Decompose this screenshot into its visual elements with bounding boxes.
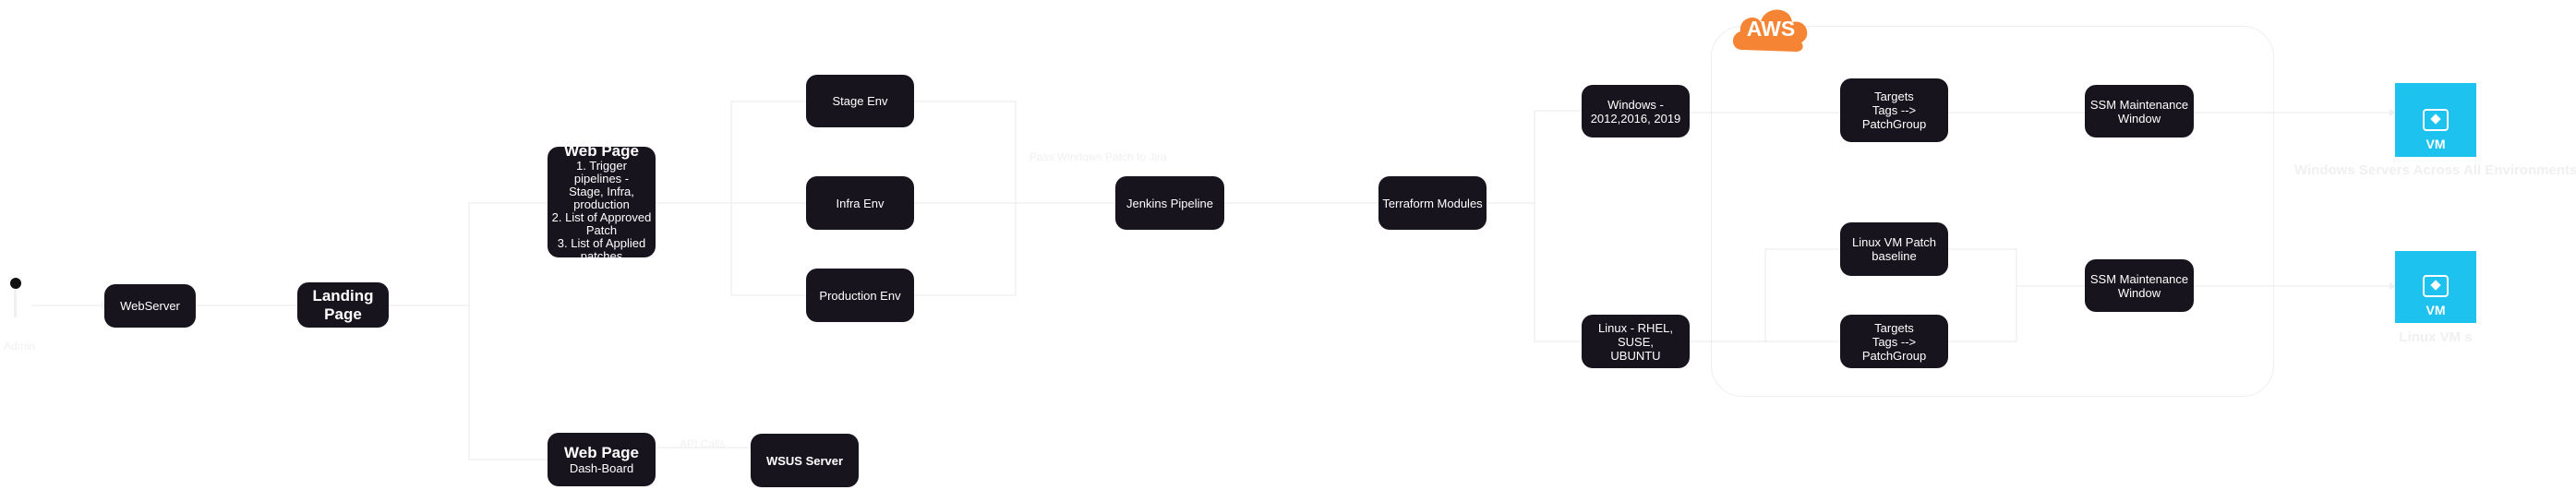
linux-os-line: UBUNTU bbox=[1610, 348, 1661, 363]
edge-webpage-production bbox=[730, 203, 806, 296]
ssm-windows-line: Window bbox=[2117, 111, 2161, 125]
dashboard-title: Web Page bbox=[564, 444, 639, 461]
admin-label: Admin bbox=[4, 340, 36, 353]
arrow-head bbox=[2389, 109, 2397, 116]
windows-vm-label: VM bbox=[2426, 137, 2446, 151]
web-page-line: 1. Trigger pipelines - bbox=[573, 158, 630, 185]
arrow-head bbox=[2389, 282, 2397, 290]
linux-patch-baseline-node[interactable]: Linux VM Patch baseline bbox=[1840, 222, 1948, 276]
pass-patches-label: Pass Windows Patch to Jira bbox=[1029, 150, 1167, 163]
ssm-windows-line: SSM Maintenance bbox=[2089, 97, 2189, 112]
stage-env-node[interactable]: Stage Env bbox=[806, 75, 914, 127]
production-env-node[interactable]: Production Env bbox=[806, 269, 914, 322]
web-page-line: production bbox=[573, 197, 630, 211]
aws-badge bbox=[1732, 9, 1808, 52]
web-page-line: 3. List of Applied bbox=[557, 235, 646, 250]
webserver-label: WebServer bbox=[120, 299, 180, 313]
ssm-linux-line: Window bbox=[2117, 285, 2161, 300]
targets-windows-line: Targets bbox=[1874, 90, 1914, 103]
wsus-server-label: WSUS Server bbox=[765, 453, 844, 468]
windows-os-line: Windows - bbox=[1607, 97, 1664, 112]
linux-baseline-line: Linux VM Patch bbox=[1851, 235, 1937, 249]
web-page-line: patches bbox=[580, 248, 623, 263]
api-calls-label: API Calls bbox=[680, 437, 726, 450]
aws-badge-label: AWS bbox=[1746, 17, 1796, 41]
ssm-window-linux-node[interactable]: SSM Maintenance Window bbox=[2085, 259, 2194, 312]
terraform-modules-node[interactable]: Terraform Modules bbox=[1378, 176, 1487, 230]
web-page-line: Stage, Infra, bbox=[569, 184, 634, 198]
targets-linux-node[interactable]: Targets Tags --> PatchGroup bbox=[1840, 315, 1948, 368]
infra-env-node[interactable]: Infra Env bbox=[806, 176, 914, 230]
admin-actor-body bbox=[14, 290, 17, 317]
edge-terraform-windows bbox=[1487, 110, 1582, 204]
web-page-line: 2. List of Approved bbox=[551, 209, 652, 224]
webserver-node[interactable]: WebServer bbox=[104, 284, 196, 328]
windows-vm-icon: VM bbox=[2395, 83, 2476, 157]
edge-landing-webpage bbox=[389, 202, 548, 306]
windows-os-line: 2012,2016, 2019 bbox=[1590, 111, 1681, 125]
edge-webpage-stage bbox=[730, 101, 806, 203]
web-page-line: Patch bbox=[585, 222, 618, 237]
ssm-linux-line: SSM Maintenance bbox=[2089, 271, 2189, 286]
web-page-title: Web Page bbox=[564, 141, 639, 160]
targets-windows-line: Tags --> PatchGroup bbox=[1861, 103, 1927, 131]
landing-page-label: Landing Page bbox=[312, 286, 374, 323]
admin-actor-icon bbox=[10, 278, 21, 289]
edge-terraform-linux bbox=[1534, 203, 1582, 342]
wsus-server-node[interactable]: WSUS Server bbox=[751, 434, 859, 487]
jenkins-pipeline-label: Jenkins Pipeline bbox=[1126, 196, 1213, 210]
dashboard-node[interactable]: Web Page Dash-Board bbox=[548, 433, 656, 486]
edge-linux-baseline bbox=[1764, 248, 1840, 341]
ssm-window-windows-node[interactable]: SSM Maintenance Window bbox=[2085, 85, 2194, 137]
dashboard-subtitle: Dash-Board bbox=[569, 461, 634, 475]
aws-group-boundary bbox=[1711, 26, 2274, 397]
linux-baseline-line: baseline bbox=[1872, 249, 1917, 263]
windows-os-node[interactable]: Windows - 2012,2016, 2019 bbox=[1582, 85, 1690, 137]
linux-os-line: Linux - RHEL, SUSE, bbox=[1598, 320, 1673, 349]
landing-page-node[interactable]: Landing Page bbox=[297, 282, 389, 328]
jenkins-pipeline-node[interactable]: Jenkins Pipeline bbox=[1115, 176, 1224, 230]
targets-linux-line: Targets bbox=[1874, 320, 1914, 335]
edge-landing-dashboard bbox=[468, 305, 548, 460]
windows-vm-caption: Windows Servers Across All Environments bbox=[2294, 162, 2576, 178]
edge-targets-ssm-linux bbox=[1948, 286, 2017, 342]
vm-glyph-icon bbox=[2423, 109, 2449, 131]
linux-vm-label: VM bbox=[2426, 303, 2446, 317]
linux-vm-caption: Linux VM s bbox=[2399, 329, 2473, 345]
edge-stage-jenkins bbox=[914, 101, 1017, 203]
linux-vm-icon: VM bbox=[2395, 251, 2476, 323]
edge-production-jenkins bbox=[914, 203, 1017, 296]
edge-baseline-ssm bbox=[1948, 248, 2085, 287]
stage-env-label: Stage Env bbox=[832, 94, 888, 108]
vm-glyph-icon bbox=[2423, 275, 2449, 297]
targets-windows-node[interactable]: Targets Tags --> PatchGroup bbox=[1840, 78, 1948, 142]
production-env-label: Production Env bbox=[819, 288, 901, 303]
linux-os-node[interactable]: Linux - RHEL, SUSE, UBUNTU bbox=[1582, 315, 1690, 368]
infra-env-label: Infra Env bbox=[836, 196, 885, 210]
web-page-node[interactable]: Web Page 1. Trigger pipelines - Stage, I… bbox=[548, 142, 656, 262]
terraform-modules-label: Terraform Modules bbox=[1382, 196, 1483, 210]
targets-linux-line: Tags --> PatchGroup bbox=[1861, 334, 1927, 363]
